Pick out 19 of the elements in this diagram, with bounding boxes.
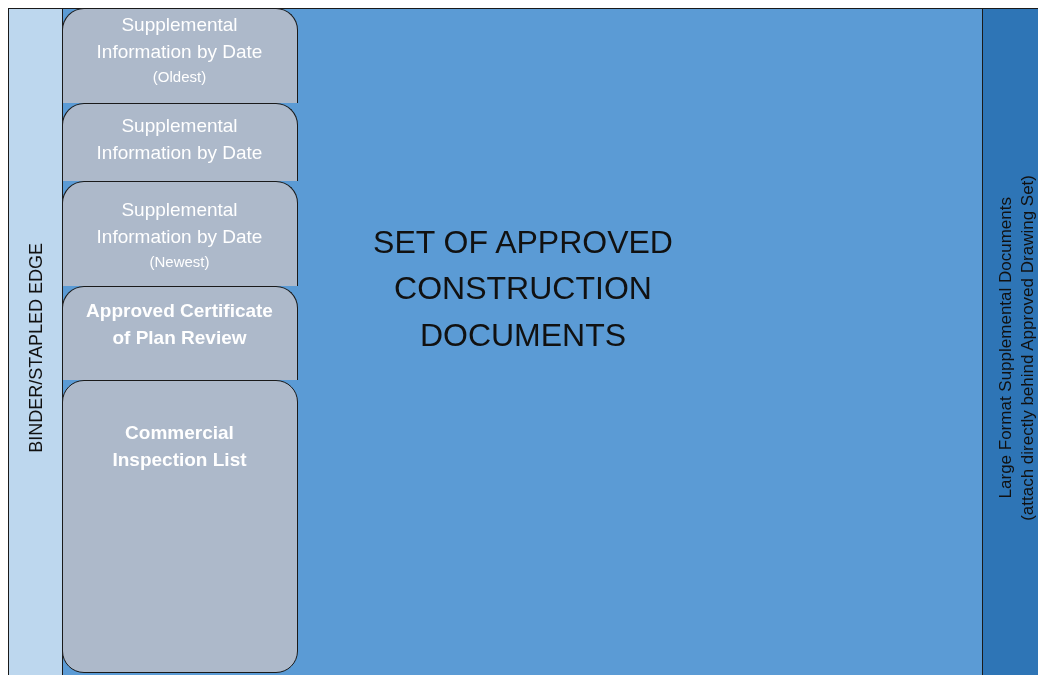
document-tab bbox=[61, 7, 298, 103]
tab-label: Supplemental Information by Date bbox=[95, 113, 264, 166]
tab-label: Supplemental Information by Date bbox=[95, 12, 264, 65]
tab-label: Supplemental Information by Date bbox=[95, 197, 264, 250]
document-tab bbox=[61, 102, 298, 181]
band-label: Large Format Supplemental Documents bbox=[996, 197, 1016, 499]
band-label: BINDER/STAPLED EDGE bbox=[25, 243, 47, 453]
tab-label: Approved Certificate of Plan Review bbox=[85, 298, 274, 351]
document-set-panel bbox=[62, 8, 984, 675]
band-label: (attach directly behind Approved Drawing Set) bbox=[1018, 175, 1038, 521]
document-tab bbox=[61, 180, 298, 286]
panel-title: SET OF APPROVED CONSTRUCTION DOCUMENTS bbox=[373, 223, 673, 355]
tab-label: (Oldest) bbox=[152, 66, 207, 87]
document-tab bbox=[61, 379, 298, 673]
document-tab bbox=[61, 285, 298, 380]
tab-label: Commercial Inspection List bbox=[111, 420, 248, 473]
large-format-band bbox=[982, 8, 1038, 675]
binder-edge-band bbox=[8, 8, 64, 675]
tab-label: (Newest) bbox=[149, 251, 210, 272]
